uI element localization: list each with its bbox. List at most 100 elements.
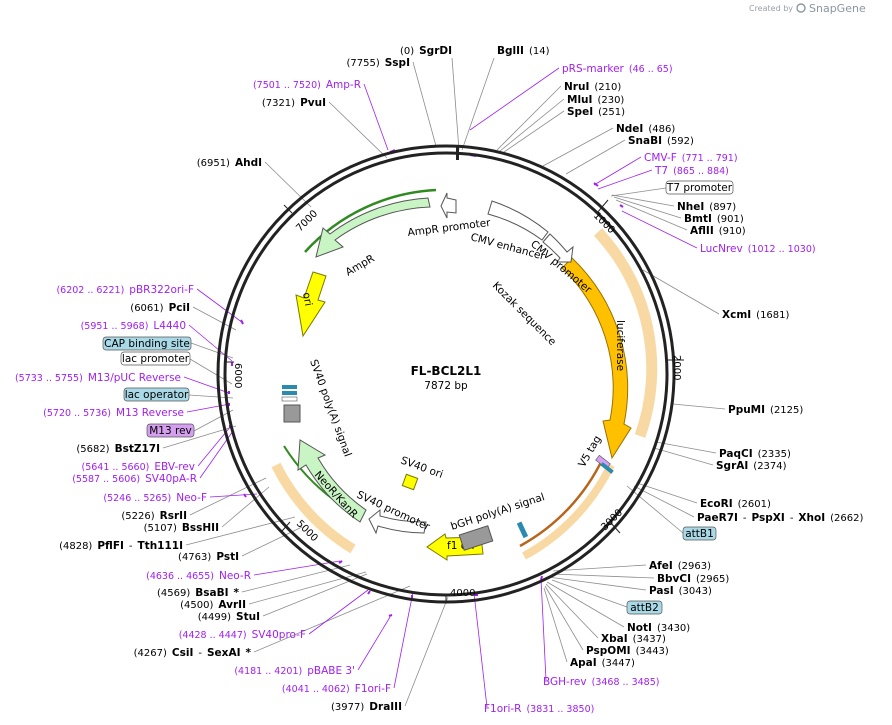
ruler-2000: 2000 <box>668 355 684 380</box>
primer-bgh-rev: BGH-rev(3468 .. 3485) <box>543 676 659 688</box>
primer-f1ori-r: F1ori-R(3831 .. 3850) <box>484 703 594 715</box>
primer-m13-reverse: (5720 .. 5736)M13 Reverse <box>43 407 184 419</box>
ampr-promoter-arrow <box>440 192 457 219</box>
bgh-polya-box <box>458 525 494 551</box>
site-csii: (4267)CsiI-SexAI* <box>134 647 252 659</box>
site-apai: ApaI(3447) <box>570 657 635 669</box>
luciferase-arrow <box>561 257 632 460</box>
boxed-cap-binding-site: CAP binding site <box>102 336 192 351</box>
site-spei: SpeI(251) <box>567 106 625 118</box>
primer-pbr322ori-f: (6202 .. 6221)pBR322ori-F <box>56 284 194 296</box>
lac-promoter-glyph <box>281 396 298 402</box>
site-sspi: (7755)SspI <box>346 57 410 69</box>
svg-text:M13 rev: M13 rev <box>149 425 192 437</box>
cap-glyph <box>282 391 297 395</box>
site-bbvci: BbvCI(2965) <box>657 573 729 585</box>
site-sgrai: SgrAI(2374) <box>716 460 787 472</box>
svg-text:7000: 7000 <box>294 208 320 234</box>
svg-text:attB2: attB2 <box>630 602 659 614</box>
primer-ebv-rev: (5641 .. 5660)EBV-rev <box>82 461 196 473</box>
primer-pbabe-3-: (4181 .. 4201)pBABE 3' <box>234 665 355 677</box>
site-paer7i: PaeR7I-PspXI-XhoI(2662) <box>697 512 863 524</box>
boxed-attb2: attB2 <box>626 600 663 615</box>
site-mlui: MluI(230) <box>567 94 624 106</box>
plasmid-length: 7872 bp <box>424 380 468 392</box>
site-aflii: AflII(910) <box>690 225 746 237</box>
neor-shadow <box>271 462 356 554</box>
watermark-brand: SnapGene <box>809 2 866 15</box>
site-bglii: BglII(14) <box>497 45 550 57</box>
site-nrui: NruI(210) <box>564 81 621 93</box>
ori-label: ori <box>300 291 314 307</box>
boxed-lac-operator: lac operator <box>123 387 190 402</box>
primer-amp-r: (7501 .. 7520)Amp-R <box>253 79 361 91</box>
cmv-promoter-arrow <box>542 233 574 263</box>
neor-arrow <box>297 439 367 523</box>
site-snabi: SnaBI(592) <box>628 135 694 147</box>
site-ahdi: (6951)AhdI <box>197 157 262 169</box>
site-pcii: (6061)PciI <box>130 302 190 314</box>
ruler-6000: 6000 <box>225 361 243 388</box>
sv40-ori-box <box>401 473 419 491</box>
bgh-orf-shadow <box>522 463 615 560</box>
ruler-4000: 4000 <box>445 588 475 602</box>
lac-operator-glyph <box>282 385 297 389</box>
site-afei: AfeI(2963) <box>649 560 711 572</box>
svg-text:CAP binding site: CAP binding site <box>104 338 190 350</box>
site-ppumi: PpuMI(2125) <box>728 404 803 416</box>
site-rsrii: (5226)RsrII <box>121 510 187 522</box>
svg-text:attB1: attB1 <box>685 528 714 540</box>
neor-label: NeoR/KanR <box>312 469 360 521</box>
attb1-glyph <box>600 462 614 474</box>
site-pasi: PasI(3043) <box>649 585 712 597</box>
site-bsabi: (4569)BsaBI* <box>157 587 240 599</box>
site-psti: (4763)PstI <box>178 551 239 563</box>
boxed-lac-promoter: lac promoter <box>120 351 191 366</box>
ori-arrow <box>295 271 327 338</box>
svg-text:6000: 6000 <box>232 363 243 388</box>
boxed-t7-promoter: T7 promoter <box>665 180 734 195</box>
svg-text:2000: 2000 <box>671 355 682 380</box>
site-bstz17i: (5682)BstZ17I <box>76 443 160 455</box>
site-stui: (4499)StuI <box>198 611 260 623</box>
svg-text:lac promoter: lac promoter <box>122 353 190 365</box>
site-nhei: NheI(897) <box>677 201 736 213</box>
luciferase-shadow <box>593 228 658 438</box>
origin-marker <box>456 145 459 160</box>
sv40-polya-box <box>283 404 301 423</box>
svg-text:lac operator: lac operator <box>125 389 189 401</box>
site-pspomi: PspOMI(3443) <box>586 645 669 657</box>
site-pflfi: (4828)PflFI-Tth111I <box>59 540 183 552</box>
primer-f1ori-f: (4041 .. 4062)F1ori-F <box>282 683 391 695</box>
primer-m13-puc-reverse: (5733 .. 5755)M13/pUC Reverse <box>15 372 181 384</box>
svg-text:T7 promoter: T7 promoter <box>666 182 733 194</box>
luciferase-label: luciferase <box>614 320 626 371</box>
sv40-polya-label: SV40 poly(A) signal <box>307 358 353 458</box>
site-xcmi: XcmI(1681) <box>722 309 790 321</box>
sv40-promoter-arrow <box>368 508 427 535</box>
ampr-arrow <box>315 197 431 258</box>
primer-t7: T7(865 .. 884) <box>654 165 729 177</box>
bgh-polya-label: bGH poly(A) signal <box>449 491 546 533</box>
primer-l4440: (5951 .. 5968)L4440 <box>81 320 186 332</box>
site-ecori: EcoRI(2601) <box>700 498 771 510</box>
svg-text:4000: 4000 <box>450 588 475 599</box>
cmv-enhancer-arrow <box>487 200 549 241</box>
primer-neo-r: (4636 .. 4655)Neo-R <box>146 570 251 582</box>
site-pvui: (7321)PvuI <box>262 97 326 109</box>
primer-sv40pa-r: (5587 .. 5606)SV40pA-R <box>72 473 197 485</box>
site-paqci: PaqCI(2335) <box>719 448 791 460</box>
boxed-attb1: attB1 <box>682 526 717 541</box>
ampr-dark-arc <box>304 188 437 253</box>
site-ndei: NdeI(486) <box>616 123 675 135</box>
site-noti: NotI(3430) <box>627 622 690 634</box>
primer-neo-f: (5246 .. 5265)Neo-F <box>103 492 207 504</box>
ampr-label: AmpR <box>344 253 377 279</box>
kozak-label: Kozak sequence <box>490 280 558 348</box>
site-xbai: XbaI(3437) <box>601 633 666 645</box>
primer-prs-marker: pRS-marker(46 .. 65) <box>562 63 673 75</box>
site-avrii: (4500)AvrII <box>180 599 246 611</box>
bgh-orf-arc <box>519 457 605 548</box>
plasmid-name: FL-BCL2L1 <box>411 364 482 378</box>
